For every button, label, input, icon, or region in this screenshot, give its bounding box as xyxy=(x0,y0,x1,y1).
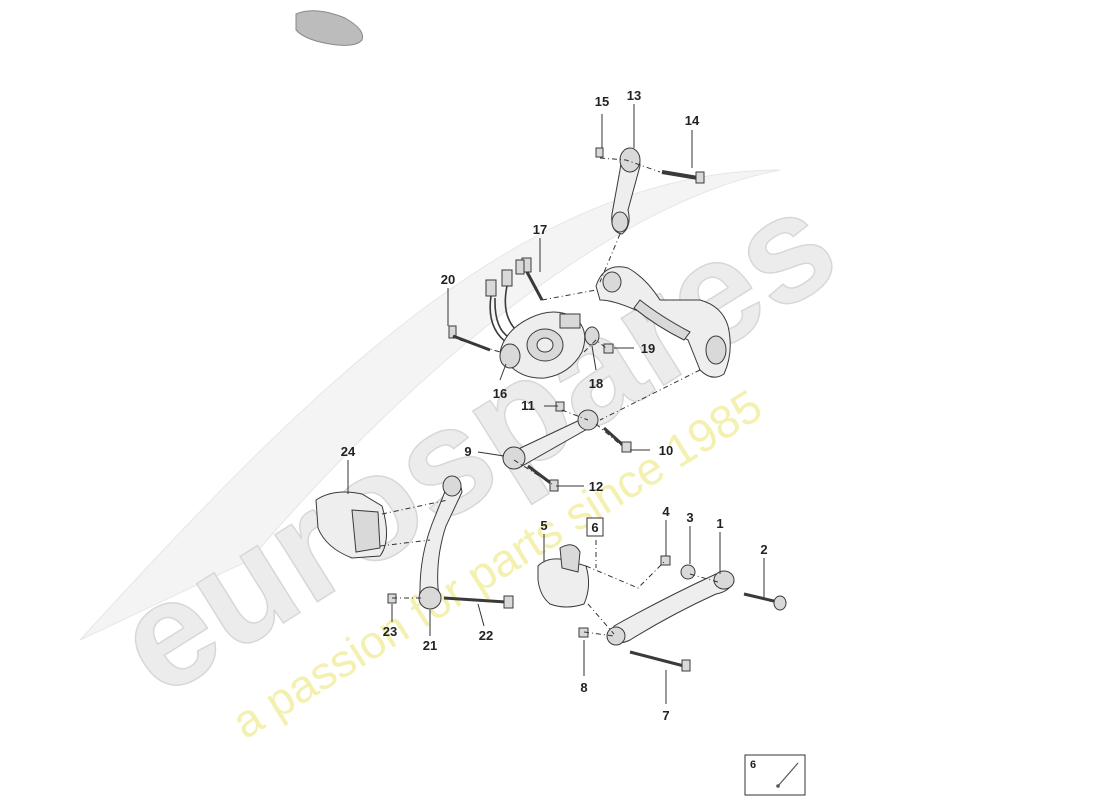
legend-label: 6 xyxy=(750,759,756,771)
upper-link-part xyxy=(611,147,641,235)
callout-5: 5 xyxy=(540,518,547,533)
subframe-part xyxy=(595,266,731,378)
callout-13: 13 xyxy=(627,88,641,103)
callout-24: 24 xyxy=(341,444,356,459)
callout-16: 16 xyxy=(493,386,507,401)
grey-pad-part xyxy=(295,10,364,46)
washer-3-part xyxy=(680,564,696,580)
callout-23: 23 xyxy=(383,624,397,639)
callout-9: 9 xyxy=(464,444,471,459)
nut-4-part xyxy=(660,555,671,566)
watermark-brand: eurospares xyxy=(88,156,863,727)
nut-15-part xyxy=(595,147,604,158)
legend-symbol xyxy=(777,762,799,787)
callout-3: 3 xyxy=(686,510,693,525)
callout-4: 4 xyxy=(662,504,670,519)
callout-8: 8 xyxy=(580,680,587,695)
callout-20: 20 xyxy=(441,272,455,287)
bracket-5-part xyxy=(537,544,590,608)
trailing-arm-1-part xyxy=(606,570,735,646)
callout-1: 1 xyxy=(716,516,723,531)
callout-22: 22 xyxy=(479,628,493,643)
callout-2: 2 xyxy=(760,542,767,557)
callout-19: 19 xyxy=(641,341,655,356)
bolt-14-part xyxy=(661,170,705,184)
bolt-10-part xyxy=(602,426,632,453)
callout-17: 17 xyxy=(533,222,547,237)
leader-lines xyxy=(347,104,765,704)
callout-18: 18 xyxy=(589,376,603,391)
mount-24-part xyxy=(315,491,387,559)
bushing-18-part xyxy=(584,326,600,346)
callout-10: 10 xyxy=(659,443,673,458)
lower-arm-21-part xyxy=(418,475,463,610)
callout-15: 15 xyxy=(595,94,609,109)
callout-6-boxed: 6 xyxy=(586,517,604,537)
callout-21: 21 xyxy=(423,638,437,653)
watermark-swoosh xyxy=(79,169,781,641)
nut-19-part xyxy=(603,343,614,354)
wheel-carrier-part xyxy=(499,311,586,379)
callout-6: 6 xyxy=(591,520,598,535)
bolt-7-part xyxy=(629,650,691,672)
legend-symbol-dot xyxy=(776,784,780,788)
bolt-22-part xyxy=(443,595,514,609)
bolt-2-part xyxy=(743,592,787,611)
legend-box: 6 xyxy=(744,754,806,796)
assembly-lines xyxy=(379,157,719,637)
callout-7: 7 xyxy=(662,708,669,723)
callout-12: 12 xyxy=(589,479,603,494)
callout-11: 11 xyxy=(521,398,535,413)
callout-14: 14 xyxy=(685,113,700,128)
